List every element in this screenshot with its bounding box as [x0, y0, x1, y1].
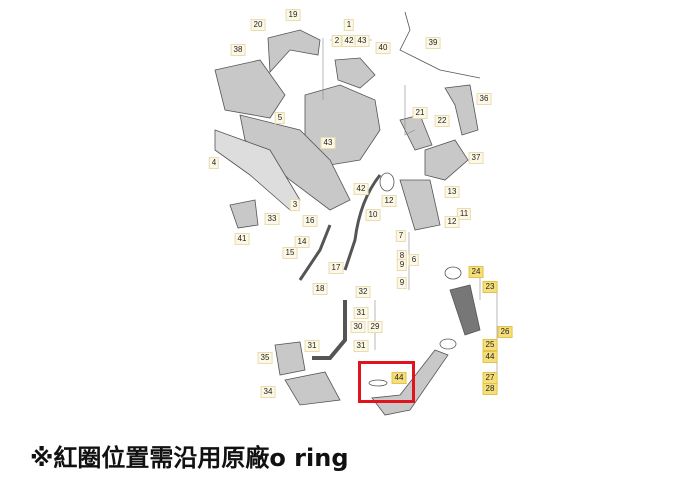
part-number-label: 11 [456, 208, 472, 220]
part-number-label: 44 [391, 372, 407, 384]
part-number-label: 43 [354, 35, 370, 47]
rubber-hose [449, 284, 481, 336]
part-number-label: 31 [353, 307, 369, 319]
part-number-label: 9 [396, 277, 408, 289]
part-number-label: 17 [328, 262, 344, 274]
part-number-label: 30 [350, 321, 366, 333]
part-number-label: 14 [294, 236, 310, 248]
o-ring [368, 379, 388, 387]
oil-pipe [343, 174, 382, 271]
part-number-label: 29 [367, 321, 383, 333]
part-number-label: 20 [250, 19, 266, 31]
coolant-pipe [312, 300, 347, 360]
oil-return-pipe [298, 224, 332, 281]
sensor-wire [399, 11, 481, 79]
elbow-37 [424, 139, 469, 181]
part-number-label: 1 [343, 19, 355, 31]
bracket-41 [229, 199, 259, 229]
note-text: ※紅圈位置需沿用原廠o ring [30, 444, 349, 472]
part-number-label: 7 [395, 230, 407, 242]
part-number-label: 18 [312, 283, 328, 295]
part-number-label: 13 [444, 186, 460, 198]
part-number-label: 12 [444, 216, 460, 228]
egr-valve-34 [284, 371, 341, 406]
part-number-label: 6 [408, 254, 420, 266]
intake-pipe-upper [444, 84, 479, 136]
part-number-label: 40 [375, 42, 391, 54]
part-number-label: 25 [482, 339, 498, 351]
part-number-label: 33 [264, 213, 280, 225]
part-number-label: 9 [396, 259, 408, 271]
clamp-24 [444, 266, 462, 280]
heat-shield [267, 29, 321, 73]
part-number-label: 15 [282, 247, 298, 259]
part-number-label: 44 [482, 351, 498, 363]
part-number-label: 22 [434, 115, 450, 127]
part-number-label: 3 [289, 199, 301, 211]
egr-cooler-35 [274, 341, 306, 376]
clamp-25 [439, 338, 457, 350]
part-number-label: 39 [425, 37, 441, 49]
red-highlight-box [358, 361, 415, 403]
catalytic-converter [214, 59, 286, 119]
part-number-label: 16 [302, 215, 318, 227]
part-number-label: 19 [285, 9, 301, 21]
charge-pipe [399, 179, 441, 231]
part-number-label: 31 [304, 340, 320, 352]
part-number-label: 35 [257, 352, 273, 364]
part-number-label: 34 [260, 386, 276, 398]
intercooler-pipe [371, 349, 449, 416]
part-number-label: 23 [482, 281, 498, 293]
part-number-label: 32 [355, 286, 371, 298]
part-number-label: 42 [353, 183, 369, 195]
part-number-label: 21 [412, 107, 428, 119]
part-number-label: 10 [365, 209, 381, 221]
part-number-label: 4 [208, 157, 220, 169]
part-number-label: 36 [476, 93, 492, 105]
part-number-label: 12 [381, 195, 397, 207]
part-number-label: 38 [230, 44, 246, 56]
part-number-label: 26 [497, 326, 513, 338]
part-number-label: 41 [234, 233, 250, 245]
wastegate-actuator [334, 57, 376, 89]
part-number-label: 5 [274, 112, 286, 124]
part-number-label: 43 [320, 137, 336, 149]
part-number-label: 28 [482, 383, 498, 395]
part-number-label: 24 [468, 266, 484, 278]
part-number-label: 37 [468, 152, 484, 164]
o-ring-12 [379, 172, 395, 192]
part-number-label: 31 [353, 340, 369, 352]
